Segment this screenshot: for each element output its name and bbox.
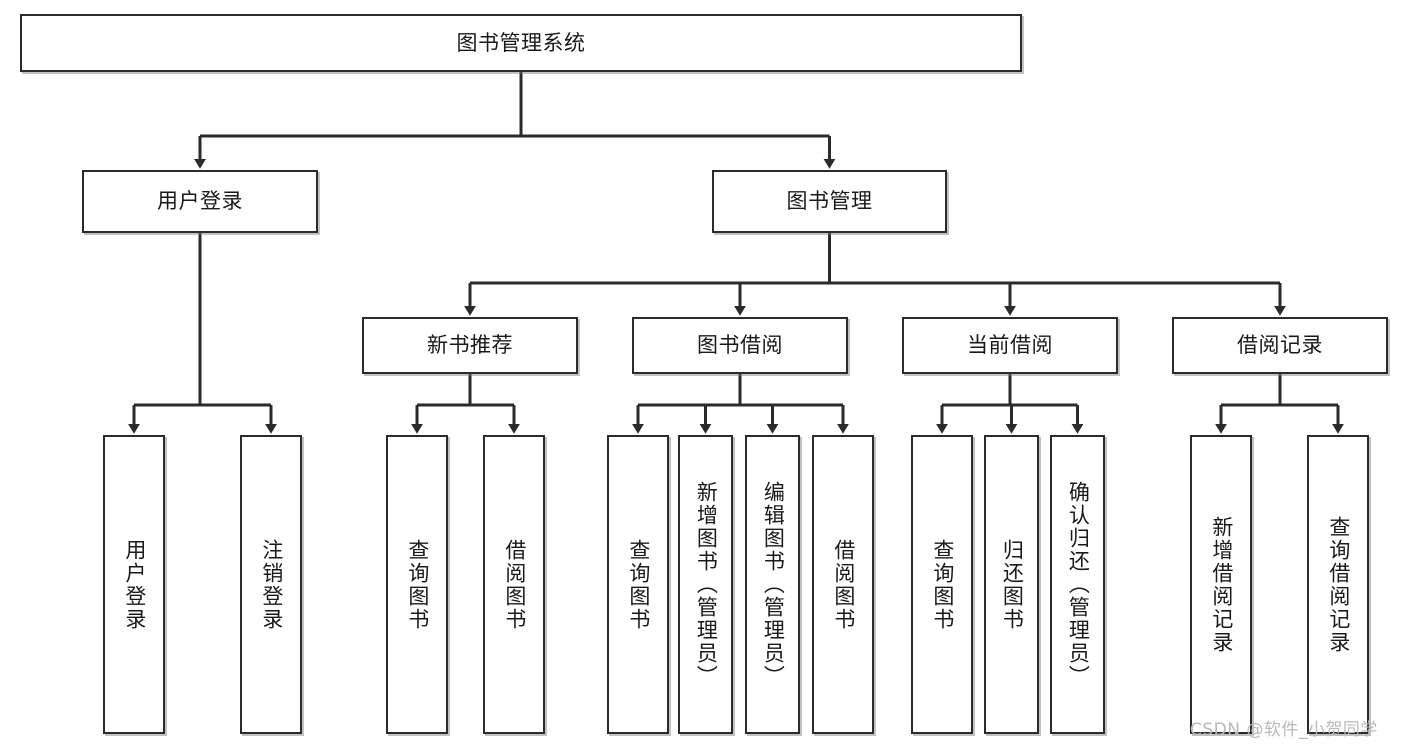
leaf-node-leaf-add-book[interactable]: 新增图书（管理员）: [678, 435, 733, 734]
node-label: 归还图书: [1000, 538, 1025, 631]
node-label: 用户登录: [157, 189, 243, 214]
node-label: 注销登录: [259, 538, 284, 631]
node-label: 图书管理系统: [456, 30, 586, 55]
leaf-node-leaf-query-record[interactable]: 查询借阅记录: [1307, 435, 1369, 734]
node-label: 用户登录: [122, 538, 147, 631]
csdn-watermark: CSDN @软件_小贺同学: [1190, 720, 1378, 740]
leaf-node-leaf-confirm-return[interactable]: 确认归还（管理员）: [1050, 435, 1105, 734]
node-label: 图书管理: [786, 189, 873, 214]
node-label: 查询借阅记录: [1326, 515, 1351, 654]
node-label: 查询图书: [626, 538, 651, 631]
node-label: 新增图书（管理员）: [694, 481, 719, 688]
root-node-root[interactable]: 图书管理系统: [20, 14, 1022, 72]
node-label: 借阅图书: [831, 538, 856, 631]
leaf-node-leaf-logout-login[interactable]: 注销登录: [240, 435, 302, 734]
leaf-node-leaf-query-book-1[interactable]: 查询图书: [386, 435, 448, 734]
branch-node-new-book-recommend[interactable]: 新书推荐: [362, 317, 578, 374]
branch-node-current-borrow[interactable]: 当前借阅: [902, 317, 1118, 374]
node-label: 新增借阅记录: [1209, 515, 1234, 654]
leaf-node-leaf-borrow-book-1[interactable]: 借阅图书: [483, 435, 545, 734]
leaf-node-leaf-edit-book[interactable]: 编辑图书（管理员）: [745, 435, 800, 734]
node-label: 借阅图书: [502, 538, 527, 631]
branch-node-book-borrow[interactable]: 图书借阅: [632, 317, 848, 374]
node-label: 确认归还（管理员）: [1066, 481, 1091, 688]
leaf-node-leaf-query-book-3[interactable]: 查询图书: [911, 435, 973, 734]
node-label: 借阅记录: [1237, 333, 1323, 358]
branch-node-user-login[interactable]: 用户登录: [82, 170, 318, 233]
node-label: 查询图书: [930, 538, 955, 631]
leaf-node-leaf-user-login[interactable]: 用户登录: [103, 435, 165, 734]
node-label: 编辑图书（管理员）: [761, 481, 786, 688]
node-label: 当前借阅: [967, 333, 1053, 358]
branch-node-book-manage[interactable]: 图书管理: [712, 170, 947, 233]
leaf-node-leaf-query-book-2[interactable]: 查询图书: [607, 435, 669, 734]
leaf-node-leaf-add-record[interactable]: 新增借阅记录: [1190, 435, 1252, 734]
node-label: 新书推荐: [427, 333, 513, 358]
leaf-node-leaf-borrow-book-2[interactable]: 借阅图书: [812, 435, 874, 734]
leaf-node-leaf-return-book[interactable]: 归还图书: [984, 435, 1039, 734]
node-label: 查询图书: [405, 538, 430, 631]
node-label: 图书借阅: [697, 333, 783, 358]
branch-node-borrow-record[interactable]: 借阅记录: [1172, 317, 1388, 374]
